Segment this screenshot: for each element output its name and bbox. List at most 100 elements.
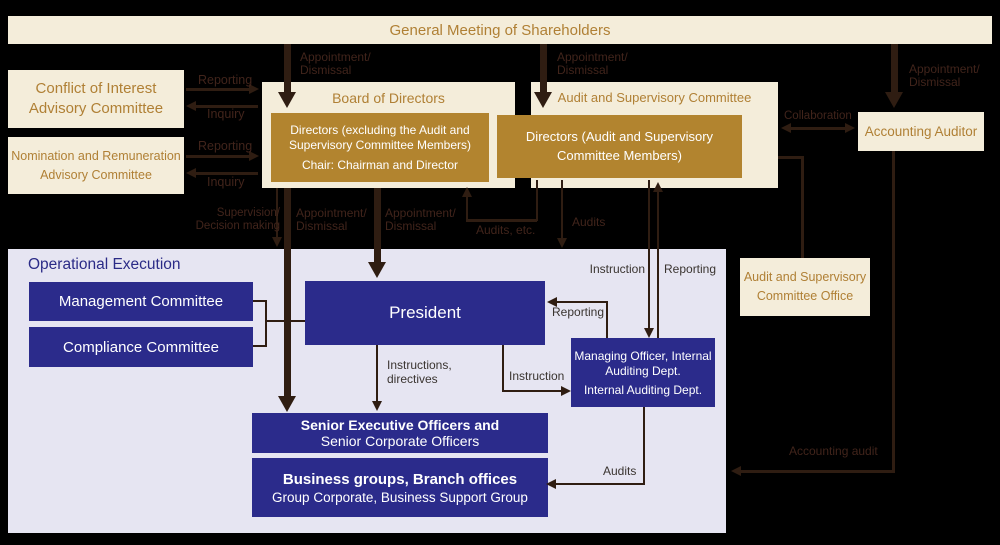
business-groups-box: Business groups, Branch offices Group Co… <box>252 458 548 517</box>
arrow-accounting-audit-head <box>731 466 741 476</box>
arrow-board-to-senior-line <box>284 188 291 396</box>
general-meeting-label: General Meeting of Shareholders <box>389 21 611 39</box>
arrow-inquiry-nomination-head <box>186 168 196 178</box>
label-reporting-nomination: Reporting <box>198 139 253 153</box>
label-appoint-auditor: Appointment/ Dismissal <box>909 62 980 89</box>
managing-officer-label: Managing Officer, Internal Auditing Dept… <box>574 348 712 378</box>
arrow-gms-to-auditor-line <box>891 44 898 92</box>
senior-officers-box: Senior Executive Officers and Senior Cor… <box>252 413 548 453</box>
arrow-instruction-managing-line-v <box>502 345 504 392</box>
arrow-supervision-line <box>276 188 278 237</box>
nomination-advisory-committee-label: Nomination and Remuneration Advisory Com… <box>11 148 181 182</box>
arrow-instruction-down-head <box>644 328 654 338</box>
arrow-reporting-president-line-v <box>606 302 608 338</box>
accounting-auditor-box: Accounting Auditor <box>858 112 984 151</box>
nomination-advisory-committee-box: Nomination and Remuneration Advisory Com… <box>8 137 184 194</box>
arrow-board-to-senior-head <box>278 396 296 412</box>
line-committee-bracket-2 <box>253 345 267 347</box>
arrow-audits-internal-head <box>546 479 556 489</box>
arrow-reporting-president-head <box>547 297 557 307</box>
business-groups-line1: Business groups, Branch offices <box>282 470 518 488</box>
arrow-instructions-directives-line <box>376 345 378 401</box>
arrow-audits-etc-line1 <box>536 180 538 221</box>
label-audits-operational: Audits <box>572 215 606 229</box>
arrow-inquiry-nomination-line <box>195 172 258 175</box>
arrow-collaboration-line <box>791 127 845 130</box>
arrow-audits-etc-line2 <box>466 219 537 222</box>
arrow-instruction-managing-head <box>561 386 571 396</box>
label-inquiry-nomination: Inquiry <box>207 175 245 189</box>
arrow-gms-to-auditor-head <box>885 92 903 108</box>
board-directors-label: Directors (excluding the Audit and Super… <box>288 123 472 152</box>
senior-officers-line1: Senior Executive Officers and <box>300 417 500 433</box>
label-reporting-up: Reporting <box>664 262 717 276</box>
arrow-reporting-up-head <box>653 182 663 192</box>
line-office-connector-h <box>778 156 804 159</box>
arrow-reporting-nomination-line <box>186 155 250 158</box>
label-collaboration: Collaboration <box>784 110 852 122</box>
label-instructions-directives: Instructions, directives <box>387 358 452 386</box>
arrow-gms-to-board-line <box>284 44 291 92</box>
label-appoint-president: Appointment/ Dismissal <box>385 206 456 233</box>
label-instruction-managing: Instruction <box>509 369 565 383</box>
arrow-audits-operational-line <box>561 180 563 238</box>
arrow-inquiry-conflict-line <box>195 105 258 108</box>
arrow-gms-to-audit-line <box>540 44 547 92</box>
arrow-supervision-head <box>272 237 282 247</box>
label-accounting-audit: Accounting audit <box>789 444 878 458</box>
president-label: President <box>389 303 461 322</box>
operational-execution-title: Operational Execution <box>28 256 181 273</box>
arrow-reporting-conflict-head <box>249 84 259 94</box>
audit-committee-office-label: Audit and Supervisory Committee Office <box>743 270 867 303</box>
label-appoint-board: Appointment/ Dismissal <box>300 50 371 77</box>
line-committee-bracket-mid <box>265 320 305 322</box>
arrow-audits-internal-line-v <box>643 407 645 485</box>
arrow-audits-etc-head <box>462 187 472 197</box>
arrow-inquiry-conflict-head <box>186 101 196 111</box>
conflict-advisory-committee-box: Conflict of Interest Advisory Committee <box>8 70 184 128</box>
general-meeting-banner: General Meeting of Shareholders <box>8 16 992 44</box>
audit-committee-office-box: Audit and Supervisory Committee Office <box>740 258 870 316</box>
management-committee-label: Management Committee <box>58 293 224 310</box>
label-appoint-audit: Appointment/ Dismissal <box>557 50 628 77</box>
accounting-auditor-label: Accounting Auditor <box>864 124 978 139</box>
label-inquiry-conflict: Inquiry <box>207 107 245 121</box>
audit-supervisory-committee-title: Audit and Supervisory Committee <box>557 90 752 105</box>
management-committee-box: Management Committee <box>29 282 253 321</box>
managing-officer-box: Managing Officer, Internal Auditing Dept… <box>571 338 715 407</box>
label-audits-internal: Audits <box>603 464 637 478</box>
arrow-accounting-audit-line-v <box>892 151 895 473</box>
arrow-board-to-president-head <box>368 262 386 278</box>
line-office-connector-v <box>801 156 804 258</box>
arrow-audits-etc-line3 <box>466 196 468 221</box>
board-chair-label: Chair: Chairman and Director <box>301 158 459 172</box>
arrow-reporting-president-line-h <box>557 301 608 303</box>
president-box: President <box>305 281 545 345</box>
audit-directors-label: Directors (Audit and Supervisory Committ… <box>525 128 714 163</box>
compliance-committee-box: Compliance Committee <box>29 327 253 367</box>
arrow-instruction-down-line <box>648 180 650 328</box>
arrow-collaboration-head-right <box>845 123 855 133</box>
label-supervision: Supervision/ Decision making <box>195 207 280 232</box>
internal-auditing-dept-label: Internal Auditing Dept. <box>583 382 703 397</box>
arrow-gms-to-board-head <box>278 92 296 108</box>
senior-officers-line2: Senior Corporate Officers <box>320 433 480 449</box>
business-groups-line2: Group Corporate, Business Support Group <box>272 489 528 505</box>
arrow-audits-internal-line-h <box>556 483 645 485</box>
arrow-board-to-president-line <box>374 188 381 262</box>
arrow-reporting-up-line <box>657 192 659 338</box>
label-appoint-senior: Appointment/ Dismissal <box>296 206 367 233</box>
line-committee-bracket-v <box>265 300 267 347</box>
arrow-audits-operational-head <box>557 238 567 248</box>
label-instruction-down: Instruction <box>589 262 645 276</box>
arrow-reporting-nomination-head <box>249 151 259 161</box>
arrow-instructions-directives-head <box>372 401 382 411</box>
line-committee-bracket-1 <box>253 300 267 302</box>
conflict-advisory-committee-label: Conflict of Interest Advisory Committee <box>28 79 164 117</box>
arrow-accounting-audit-line-h <box>741 470 895 473</box>
board-of-directors-title: Board of Directors <box>332 90 445 106</box>
compliance-committee-label: Compliance Committee <box>63 338 219 356</box>
audit-directors-gold-box: Directors (Audit and Supervisory Committ… <box>497 115 742 178</box>
arrow-instruction-managing-line-h <box>502 390 562 392</box>
